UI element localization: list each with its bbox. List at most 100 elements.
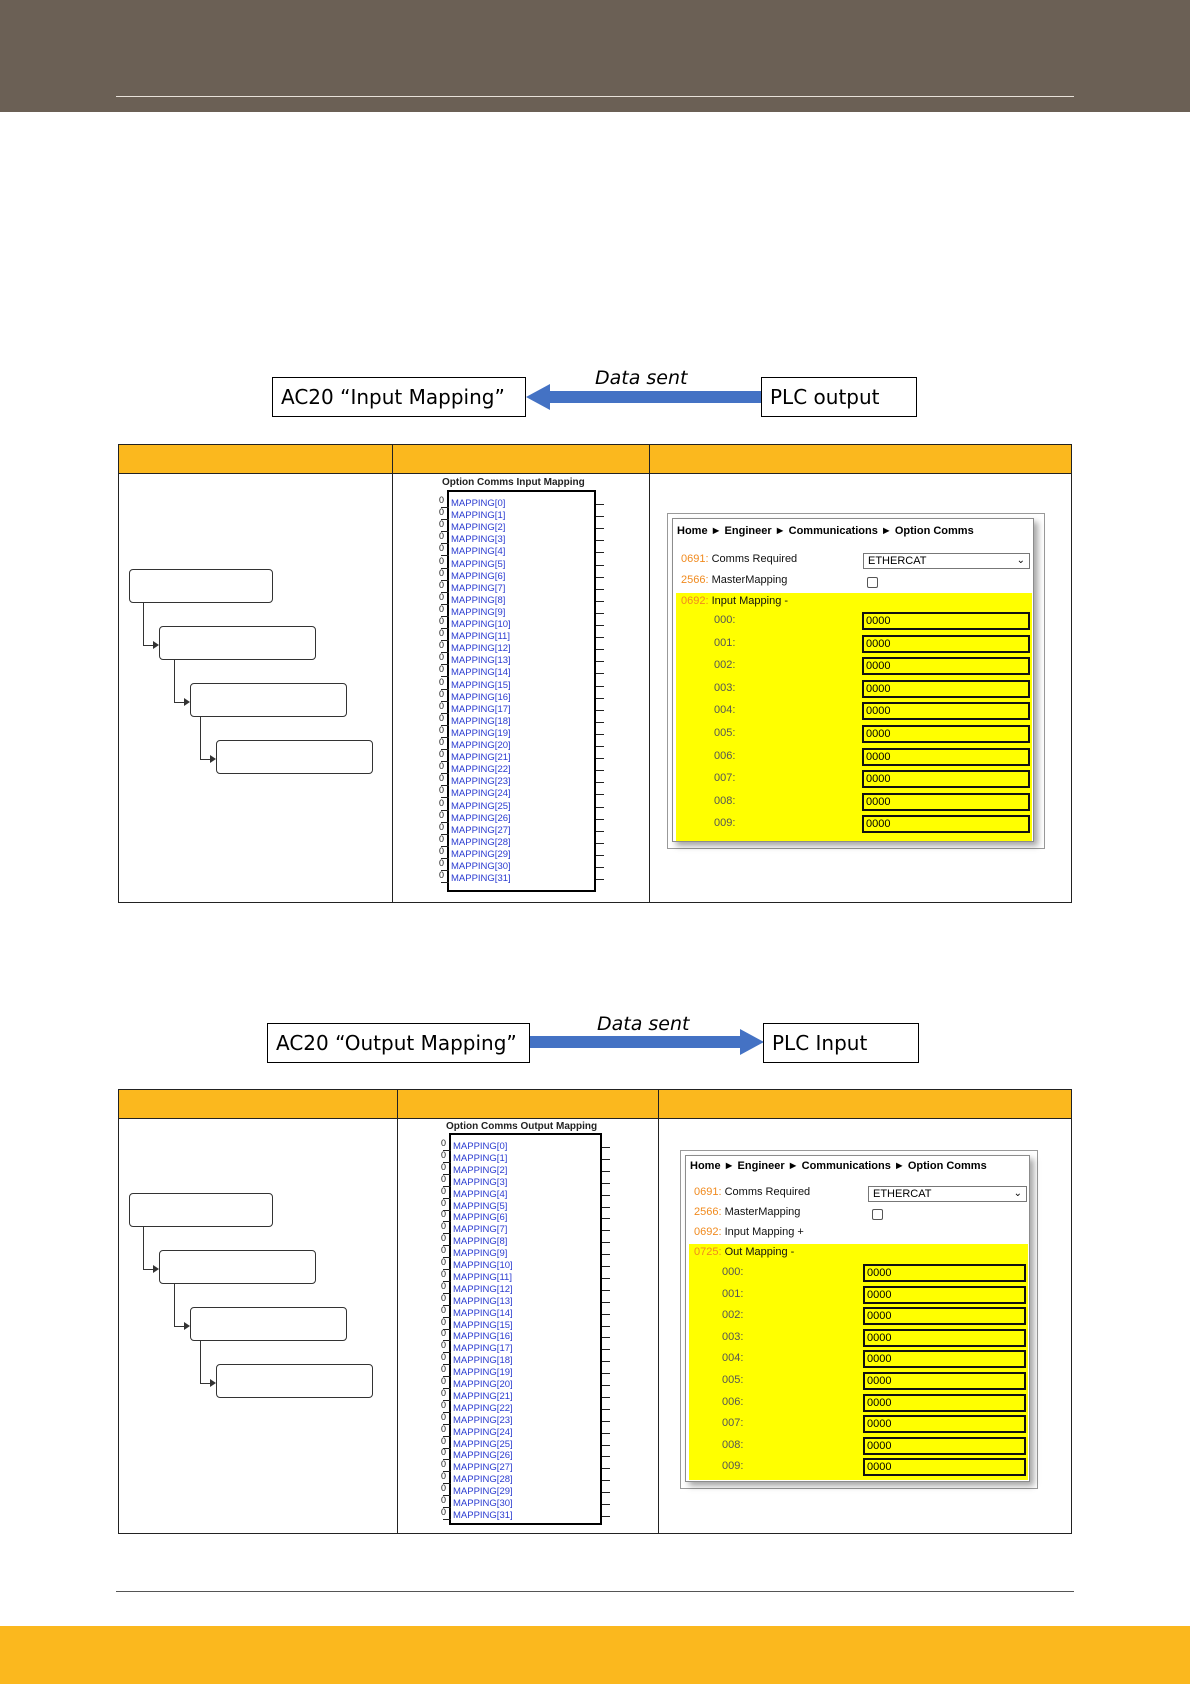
mapping-pin-label[interactable]: MAPPING[16] <box>451 691 511 703</box>
master-mapping-checkbox[interactable] <box>867 577 878 588</box>
mapping-pin-label[interactable]: MAPPING[29] <box>453 1486 513 1498</box>
entry-index: 006: <box>714 749 736 762</box>
out-mapping-header[interactable]: 0725: Out Mapping - <box>694 1246 794 1266</box>
entry-value-input[interactable]: 0000 <box>863 1350 1026 1369</box>
mapping-pin-label[interactable]: MAPPING[14] <box>451 667 511 679</box>
entry-value-input[interactable]: 0000 <box>862 612 1030 630</box>
master-mapping-checkbox[interactable] <box>872 1209 883 1220</box>
mapping-pin-label[interactable]: MAPPING[23] <box>453 1414 513 1426</box>
entry-value-input[interactable]: 0000 <box>862 702 1030 721</box>
mapping-pin-label[interactable]: MAPPING[4] <box>451 546 506 558</box>
pin-value: 0 <box>439 761 445 772</box>
mapping-pin-label[interactable]: MAPPING[28] <box>451 836 511 848</box>
mapping-pin-label[interactable]: MAPPING[30] <box>453 1498 513 1509</box>
comms-required-select[interactable]: ETHERCAT ⌄ <box>863 553 1030 569</box>
mapping-pin-label[interactable]: MAPPING[3] <box>451 534 506 546</box>
mapping-pin-label[interactable]: MAPPING[2] <box>451 522 506 534</box>
breadcrumb[interactable]: Home ► Engineer ► Communications ► Optio… <box>677 525 974 537</box>
entry-value-input[interactable]: 0000 <box>862 725 1030 743</box>
mapping-pin-label[interactable]: MAPPING[5] <box>451 558 506 570</box>
mapping-pin-label[interactable]: MAPPING[3] <box>453 1176 508 1188</box>
mapping-pin-label[interactable]: MAPPING[15] <box>453 1319 513 1331</box>
mapping-pin-label[interactable]: MAPPING[2] <box>453 1164 508 1176</box>
comms-required-select[interactable]: ETHERCAT ⌄ <box>868 1186 1027 1202</box>
mapping-pin-label[interactable]: MAPPING[5] <box>453 1200 508 1212</box>
input-mapping-header[interactable]: 0692: Input Mapping - <box>681 595 788 615</box>
mapping-pin-label[interactable]: MAPPING[31] <box>453 1509 513 1521</box>
entry-value-input[interactable]: 0000 <box>863 1307 1026 1326</box>
mapping-pin-label[interactable]: MAPPING[21] <box>453 1390 513 1402</box>
mapping-pin-label[interactable]: MAPPING[6] <box>451 570 506 582</box>
mapping-pin-label[interactable]: MAPPING[29] <box>451 848 511 860</box>
mapping-pin-label[interactable]: MAPPING[23] <box>451 776 511 788</box>
mapping-pin-label[interactable]: MAPPING[18] <box>453 1355 513 1367</box>
mapping-pin-label[interactable]: MAPPING[17] <box>453 1343 513 1355</box>
input-mapping-collapsed-row[interactable]: 0692: Input Mapping + <box>694 1226 804 1246</box>
entry-value-input[interactable]: 0000 <box>863 1264 1026 1282</box>
mapping-pin-label[interactable]: MAPPING[14] <box>453 1307 513 1319</box>
mapping-pin-label[interactable]: MAPPING[31] <box>451 873 511 885</box>
entry-value-input[interactable]: 0000 <box>862 634 1030 653</box>
mapping-pin-label[interactable]: MAPPING[30] <box>451 861 511 872</box>
mapping-pin-label[interactable]: MAPPING[1] <box>453 1152 508 1164</box>
mapping-pin-label[interactable]: MAPPING[12] <box>451 643 511 655</box>
mapping-pin-label[interactable]: MAPPING[1] <box>451 510 506 522</box>
entry-value-input[interactable]: 0000 <box>863 1372 1026 1390</box>
mapping-pin-label[interactable]: MAPPING[24] <box>453 1426 513 1438</box>
entry-value-input[interactable]: 0000 <box>863 1436 1026 1455</box>
mapping-pin-label[interactable]: MAPPING[27] <box>451 824 511 836</box>
mapping-pin-label[interactable]: MAPPING[25] <box>453 1438 513 1450</box>
mapping-pin-label[interactable]: MAPPING[4] <box>453 1188 508 1200</box>
mapping-pin-label[interactable]: MAPPING[26] <box>453 1450 513 1462</box>
mapping-pin-label[interactable]: MAPPING[20] <box>451 740 511 751</box>
mapping-pin-label[interactable]: MAPPING[11] <box>453 1271 512 1283</box>
mapping-pin-label[interactable]: MAPPING[16] <box>453 1331 513 1343</box>
mapping-pin-label[interactable]: MAPPING[7] <box>451 582 506 594</box>
entry-value-input[interactable]: 0000 <box>862 747 1030 766</box>
mapping-pin-label[interactable]: MAPPING[6] <box>453 1212 508 1224</box>
mapping-pin-label[interactable]: MAPPING[12] <box>453 1283 513 1295</box>
entry-value-input[interactable]: 0000 <box>862 657 1030 676</box>
mapping-pin-label[interactable]: MAPPING[9] <box>453 1248 508 1260</box>
mapping-pin-label[interactable]: MAPPING[19] <box>451 727 511 739</box>
mapping-pin-label[interactable]: MAPPING[11] <box>451 631 510 643</box>
mapping-pin-label[interactable]: MAPPING[15] <box>451 679 511 691</box>
entry-value-input[interactable]: 0000 <box>863 1415 1026 1434</box>
breadcrumb[interactable]: Home ► Engineer ► Communications ► Optio… <box>690 1160 987 1172</box>
entry-value-input[interactable]: 0000 <box>862 770 1030 789</box>
mapping-pin-label[interactable]: MAPPING[8] <box>453 1236 508 1248</box>
mapping-pin-label[interactable]: MAPPING[22] <box>451 764 511 776</box>
mapping-pin-label[interactable]: MAPPING[0] <box>453 1141 508 1152</box>
entry-value-input[interactable]: 0000 <box>863 1393 1026 1412</box>
mapping-pin-label[interactable]: MAPPING[25] <box>451 800 511 812</box>
entry-value-input[interactable]: 0000 <box>863 1458 1026 1477</box>
mapping-pin-label[interactable]: MAPPING[22] <box>453 1402 513 1414</box>
mapping-pin-label[interactable]: MAPPING[13] <box>451 655 511 667</box>
mapping-pin-label[interactable]: MAPPING[8] <box>451 594 506 606</box>
mapping-pin-label[interactable]: MAPPING[17] <box>451 703 511 715</box>
entry-value-input[interactable]: 0000 <box>862 815 1030 834</box>
pin-value: 0 <box>439 531 445 542</box>
mapping-pin-label[interactable]: MAPPING[10] <box>453 1260 513 1271</box>
pin-value: 0 <box>439 870 445 881</box>
mapping-pin-label[interactable]: MAPPING[18] <box>451 715 511 727</box>
mapping-pin-label[interactable]: MAPPING[27] <box>453 1462 513 1474</box>
mapping-pin-label[interactable]: MAPPING[13] <box>453 1295 513 1307</box>
mapping-pin-label[interactable]: MAPPING[9] <box>451 606 506 618</box>
entry-value-input[interactable]: 0000 <box>863 1328 1026 1347</box>
mapping-pin-label[interactable]: MAPPING[21] <box>451 752 511 764</box>
mapping-pin-label[interactable]: MAPPING[0] <box>451 498 506 509</box>
entry-value-input[interactable]: 0000 <box>863 1285 1026 1304</box>
entry-value-input[interactable]: 0000 <box>862 792 1030 811</box>
mapping-pin-label[interactable]: MAPPING[24] <box>451 788 511 800</box>
mapping-pin-label[interactable]: MAPPING[26] <box>451 812 511 824</box>
mapping-pin-label[interactable]: MAPPING[10] <box>451 619 511 630</box>
mapping-pin-label[interactable]: MAPPING[20] <box>453 1379 513 1390</box>
entry-value-input[interactable]: 0000 <box>862 679 1030 698</box>
mapping-pin-label[interactable]: MAPPING[28] <box>453 1474 513 1486</box>
mapping-pin-label[interactable]: MAPPING[19] <box>453 1367 513 1379</box>
mapping-pin-label[interactable]: MAPPING[7] <box>453 1224 508 1236</box>
